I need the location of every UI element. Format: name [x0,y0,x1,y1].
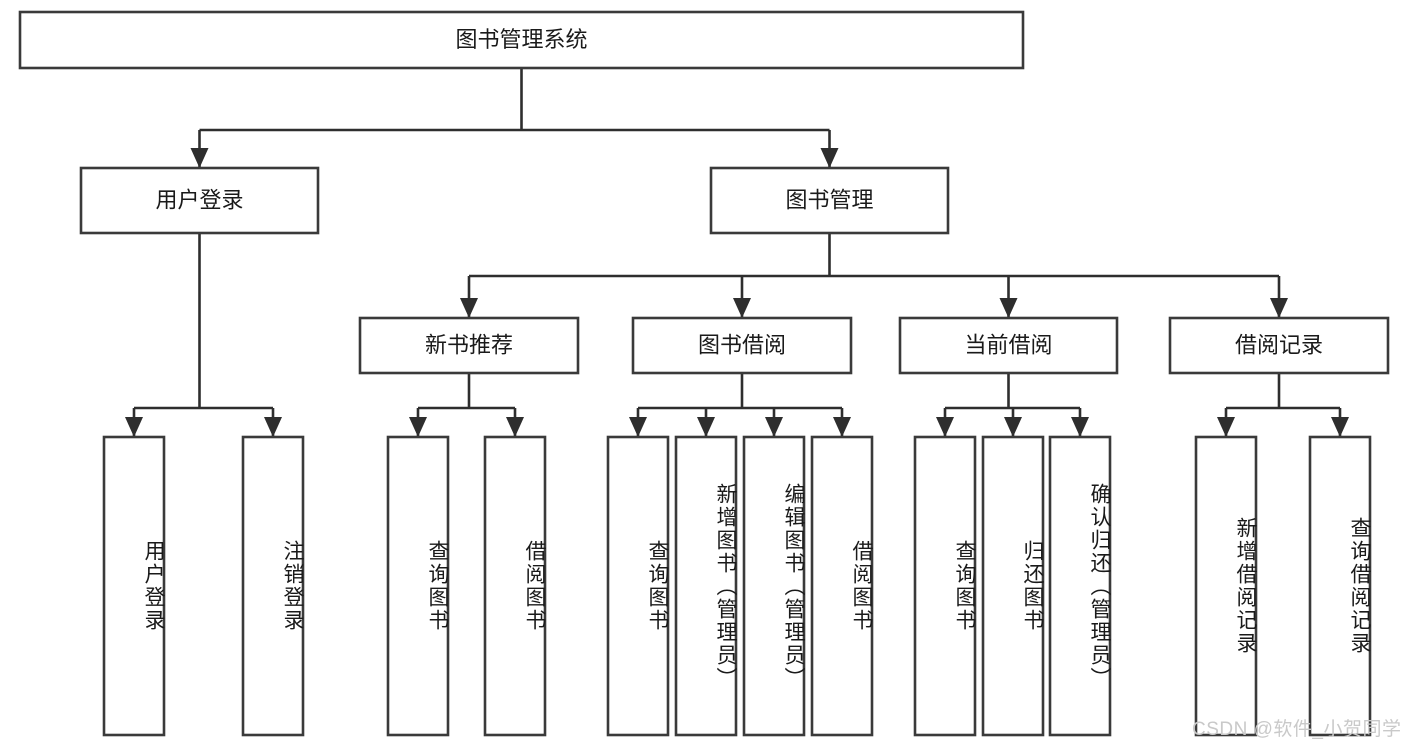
leaf-node-7[interactable] [810,435,874,737]
leaf-node-10[interactable] [1048,435,1112,737]
root-node-label: 图书管理系统 [455,27,587,52]
arrow-head-icon [697,417,715,437]
leaf-node-3[interactable] [483,435,547,737]
arrow-head-icon [1331,417,1349,437]
leaf-node-0[interactable] [102,435,166,737]
leaf-node-rect-5[interactable] [674,435,738,737]
level3-node-rect[interactable] [358,316,580,375]
arrow-head-icon [1217,417,1235,437]
leaf-node-rect-8[interactable] [913,435,977,737]
leaf-node-rect-6[interactable] [742,435,806,737]
leaf-node-4[interactable] [606,435,670,737]
level2-node-rect[interactable] [709,166,950,235]
arrow-head-icon [1004,417,1022,437]
leaf-node-5[interactable] [674,435,738,737]
level2-node-label: 图书管理 [785,187,873,212]
arrow-head-icon [820,148,839,168]
arrow-head-icon [936,417,954,437]
arrow-head-icon [765,417,783,437]
arrow-head-icon [506,417,524,437]
arrow-head-icon [1071,417,1089,437]
level3-node-2[interactable]: 当前借阅 [898,316,1119,375]
arrow-head-icon [125,417,143,437]
arrow-head-icon [833,417,851,437]
leaf-node-rect-4[interactable] [606,435,670,737]
leaf-node-rect-0[interactable] [102,435,166,737]
leaf-node-1[interactable] [241,435,305,737]
leaf-node-9[interactable] [981,435,1045,737]
level2-node-0[interactable]: 用户登录 [79,166,320,235]
level3-node-label: 图书借阅 [698,332,786,357]
leaf-node-rect-10[interactable] [1048,435,1112,737]
arrow-head-icon [460,298,478,318]
csdn-watermark: CSDN @软件_小贺同学 [1192,719,1402,740]
level3-node-label: 借阅记录 [1235,332,1323,357]
level3-node-label: 当前借阅 [964,332,1052,357]
level3-node-rect[interactable] [898,316,1119,375]
level2-node-label: 用户登录 [155,187,243,212]
leaf-node-2[interactable] [386,435,450,737]
leaf-node-rect-1[interactable] [241,435,305,737]
leaf-node-rect-2[interactable] [386,435,450,737]
leaf-node-11[interactable] [1194,435,1258,737]
arrow-head-icon [264,417,282,437]
level3-node-0[interactable]: 新书推荐 [358,316,580,375]
leaf-node-rect-11[interactable] [1194,435,1258,737]
arrow-head-icon [733,298,751,318]
leaf-node-12[interactable] [1308,435,1372,737]
arrow-head-icon [629,417,647,437]
level2-node-1[interactable]: 图书管理 [709,166,950,235]
leaf-node-rect-9[interactable] [981,435,1045,737]
root-node[interactable]: 图书管理系统 [18,10,1025,70]
level3-node-rect[interactable] [631,316,853,375]
leaf-node-6[interactable] [742,435,806,737]
level3-node-1[interactable]: 图书借阅 [631,316,853,375]
leaf-node-rect-3[interactable] [483,435,547,737]
leaf-node-rect-12[interactable] [1308,435,1372,737]
level3-node-label: 新书推荐 [425,332,513,357]
level3-node-3[interactable]: 借阅记录 [1168,316,1390,375]
arrow-head-icon [190,148,209,168]
connector-layer [125,68,1349,437]
arrow-head-icon [1270,298,1288,318]
root-node-rect[interactable] [18,10,1025,70]
leaf-node-8[interactable] [913,435,977,737]
arrow-head-icon [999,298,1018,318]
arrow-head-icon [409,417,427,437]
level2-node-rect[interactable] [79,166,320,235]
leaf-node-rect-7[interactable] [810,435,874,737]
level3-node-rect[interactable] [1168,316,1390,375]
